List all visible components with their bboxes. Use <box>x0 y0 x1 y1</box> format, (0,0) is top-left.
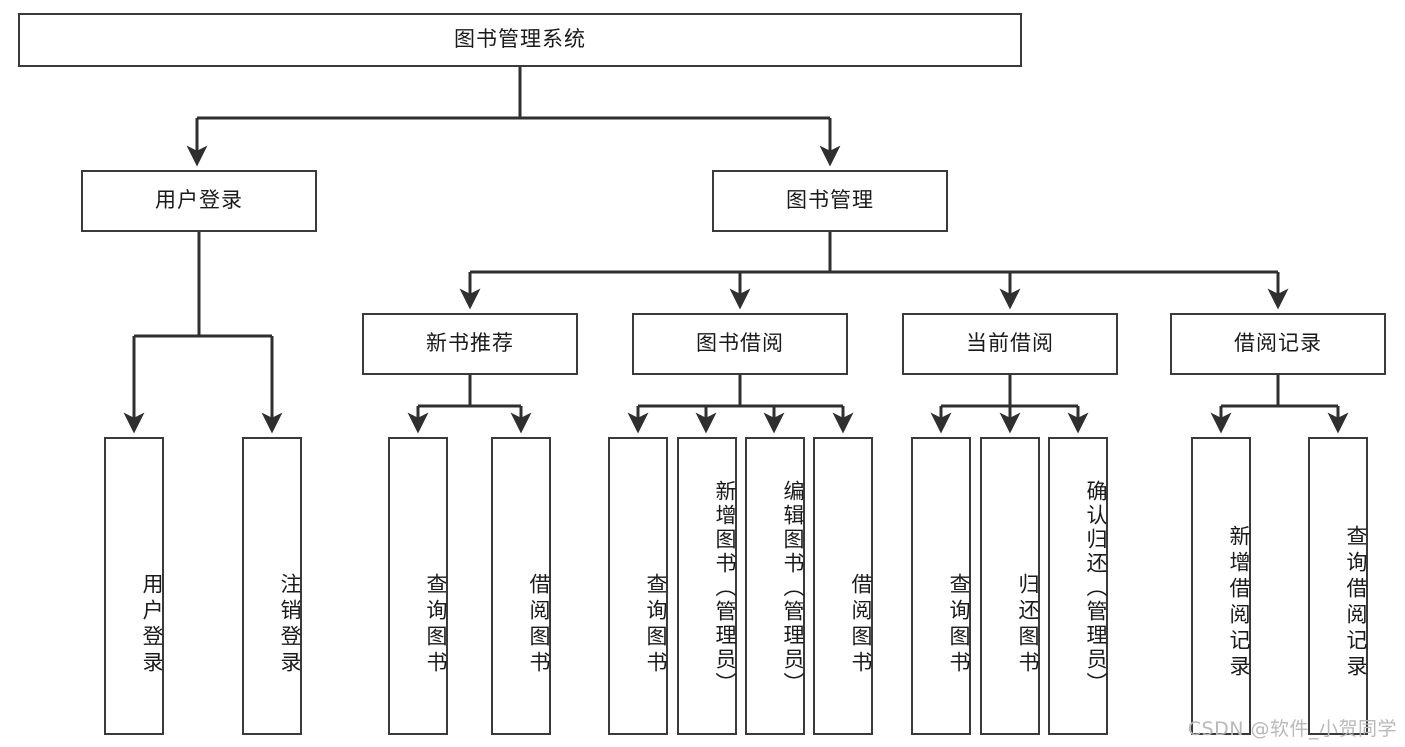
node-label: 图书管理 <box>786 188 874 213</box>
node-label: 注销登录 <box>278 573 302 677</box>
node-label: 新书推荐 <box>426 331 514 356</box>
node-label: 查询图书 <box>424 573 448 677</box>
node-label: 借阅记录 <box>1234 331 1322 356</box>
node-label: 当前借阅 <box>966 331 1054 356</box>
leaf-query-borrow-record[interactable]: 查询借阅记录 <box>1308 437 1368 735</box>
leaf-confirm-return-admin[interactable]: 确认归还（管理员） <box>1048 437 1108 735</box>
node-book-management[interactable]: 图书管理 <box>712 170 948 232</box>
node-label: 用户登录 <box>140 573 164 677</box>
leaf-query-book-current[interactable]: 查询图书 <box>911 437 971 735</box>
node-label: 查询图书 <box>947 573 971 677</box>
node-new-book-recommend[interactable]: 新书推荐 <box>362 313 578 375</box>
leaf-logout[interactable]: 注销登录 <box>242 437 302 735</box>
leaf-borrow-book[interactable]: 借阅图书 <box>813 437 873 735</box>
leaf-query-book-recommend[interactable]: 查询图书 <box>388 437 448 735</box>
node-label: 查询借阅记录 <box>1344 525 1368 681</box>
leaf-add-book-admin[interactable]: 新增图书（管理员） <box>677 437 737 735</box>
node-label: 确认归还（管理员） <box>1084 480 1108 696</box>
node-label: 图书借阅 <box>696 331 784 356</box>
node-book-borrow[interactable]: 图书借阅 <box>632 313 848 375</box>
node-label: 借阅图书 <box>527 573 551 677</box>
node-root-book-management-system[interactable]: 图书管理系统 <box>18 13 1022 67</box>
node-label: 图书管理系统 <box>454 27 586 52</box>
node-label: 归还图书 <box>1016 573 1040 677</box>
node-label: 编辑图书（管理员） <box>781 480 805 696</box>
leaf-edit-book-admin[interactable]: 编辑图书（管理员） <box>745 437 805 735</box>
leaf-query-book-borrow[interactable]: 查询图书 <box>608 437 668 735</box>
node-label: 查询图书 <box>644 573 668 677</box>
node-label: 借阅图书 <box>849 573 873 677</box>
node-label: 新增借阅记录 <box>1227 525 1251 681</box>
node-borrow-record[interactable]: 借阅记录 <box>1170 313 1386 375</box>
node-user-login[interactable]: 用户登录 <box>81 170 317 232</box>
leaf-return-book[interactable]: 归还图书 <box>980 437 1040 735</box>
node-label: 新增图书（管理员） <box>713 480 737 696</box>
csdn-watermark: CSDN @软件_小贺同学 <box>1187 718 1397 740</box>
leaf-add-borrow-record[interactable]: 新增借阅记录 <box>1191 437 1251 735</box>
node-label: 用户登录 <box>155 188 243 213</box>
leaf-user-login[interactable]: 用户登录 <box>104 437 164 735</box>
leaf-borrow-book-recommend[interactable]: 借阅图书 <box>491 437 551 735</box>
node-current-borrow[interactable]: 当前借阅 <box>902 313 1118 375</box>
